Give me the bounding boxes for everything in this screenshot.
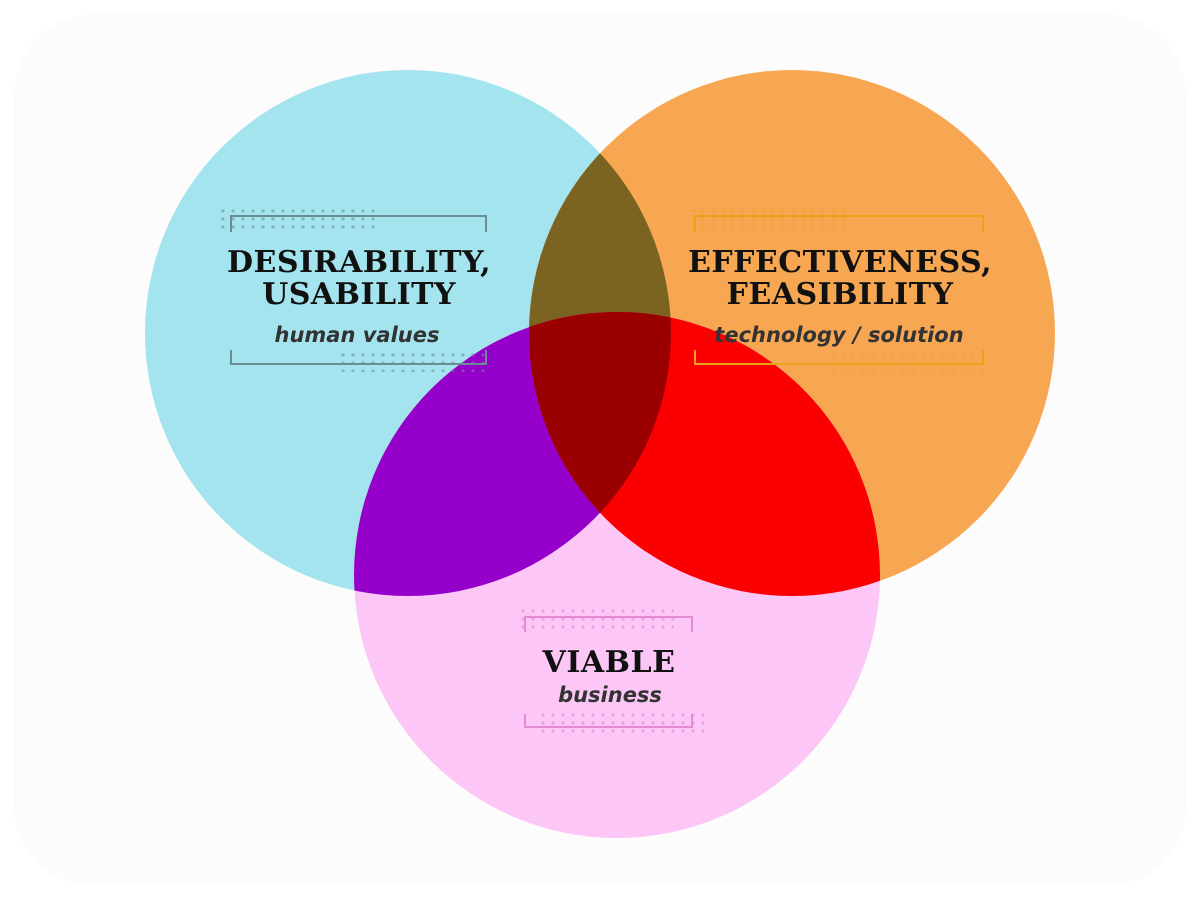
viable-label-frame (514, 604, 705, 738)
viable-subtitle: business (558, 683, 662, 707)
desirability-title-line1: DESIRABILITY, (227, 245, 491, 280)
viable-title: VIABLE (542, 645, 676, 680)
feasibility-subtitle: technology / solution (714, 323, 963, 347)
desirability-title-line2: USABILITY (262, 277, 456, 312)
feasibility-title-line1: EFFECTIVENESS, (688, 245, 992, 280)
desirability-subtitle: human values (275, 323, 440, 347)
feasibility-label-frame (684, 206, 990, 372)
desirability-label-frame (220, 206, 490, 372)
feasibility-title-line2: FEASIBILITY (727, 277, 954, 312)
